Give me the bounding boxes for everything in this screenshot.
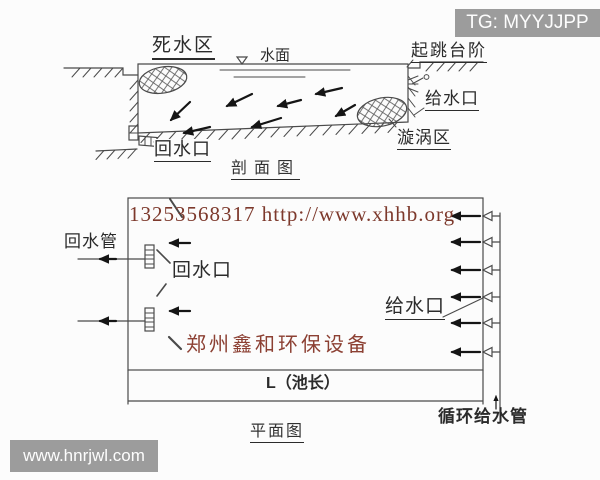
section-supply-inlet: [407, 74, 430, 93]
section-water-inlet-label: 给水口: [425, 89, 479, 111]
section-flow-arrows: [169, 86, 357, 136]
plan-inlet-arrows: [450, 211, 482, 357]
circulation-pipe-label: 循环给水管: [438, 407, 528, 426]
vortex-eddy: [356, 96, 408, 128]
jump-steps-label: 起跳台阶: [411, 41, 487, 63]
plan-return-arrows: [77, 238, 192, 326]
cross-section-diagram: [63, 56, 484, 160]
plan-water-inlet-label: 给水口: [385, 296, 446, 320]
telegram-watermark-badge: TG: MYYJJPP: [455, 9, 600, 37]
pool-length-dimension-label: L（池长）: [266, 375, 340, 392]
supply-nozzles: [481, 210, 501, 358]
plan-leaders: [156, 198, 484, 351]
circulation-pipe: [493, 212, 501, 415]
water-surface-label: 水面: [260, 47, 291, 64]
section-return-outlet-label: 回水口: [154, 139, 211, 162]
length-dimension: [127, 369, 484, 405]
phone-url-watermark: 13253568317 http://www.xhhb.org: [129, 202, 456, 226]
plan-return-outlet-label: 回水口: [172, 260, 233, 281]
return-pipe-label: 回水管: [64, 232, 118, 251]
plan-view-title: 平面图: [250, 423, 305, 444]
plan-view-diagram: [77, 197, 501, 415]
return-grates: [144, 244, 155, 332]
website-watermark-badge: www.hnrjwl.com: [10, 440, 158, 472]
water-level-marker: [219, 56, 351, 78]
dead-water-zone-label: 死水区: [152, 35, 216, 60]
vortex-zone-label: 漩涡区: [397, 128, 451, 150]
dead-water-eddy: [138, 65, 188, 95]
pool-plan-outline: [127, 197, 484, 371]
company-watermark: 郑州鑫和环保设备: [186, 334, 370, 356]
section-view-title: 剖面图: [231, 160, 301, 181]
